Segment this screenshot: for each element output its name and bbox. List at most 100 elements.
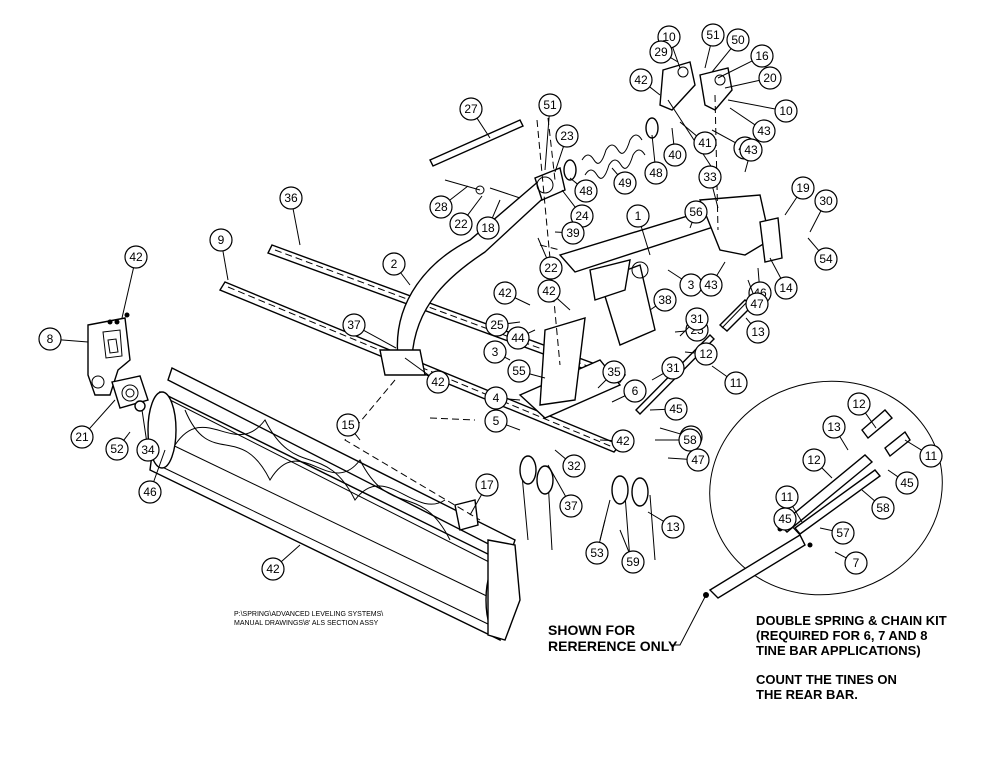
callout-number: 35: [607, 365, 621, 379]
callout-42: 42: [537, 279, 571, 311]
callout-34: 34: [136, 409, 160, 462]
callout-number: 57: [836, 526, 850, 540]
callout-leader: [689, 222, 693, 229]
drawing-path-line-1: P:\SPRING\ADVANCED LEVELING SYSTEMS\: [234, 611, 384, 618]
callout-number: 34: [141, 443, 155, 457]
callout-number: 7: [853, 556, 860, 570]
callout-40: 40: [663, 127, 687, 167]
callout-leader: [904, 439, 922, 451]
callout-circle: [678, 428, 702, 452]
callout-number: 10: [779, 104, 793, 118]
callout-leader: [679, 121, 697, 137]
callout-56: 56: [684, 200, 708, 229]
callout-leader: [769, 257, 782, 279]
callout-58: 58: [861, 489, 895, 520]
callout-number: 14: [779, 281, 793, 295]
callout-number: 27: [464, 102, 478, 116]
callout-number: 17: [480, 478, 494, 492]
callout-leader: [819, 527, 833, 532]
callout-leader: [667, 269, 683, 280]
callout-43: 43: [729, 107, 776, 143]
reference-note-line-1: SHOWN FOR: [548, 622, 636, 638]
callout-57: 57: [819, 521, 855, 545]
callout-circle: [752, 119, 776, 143]
callout-circle: [685, 307, 709, 331]
callout-circle: [774, 276, 798, 300]
callout-circle: [136, 438, 160, 462]
callout-13: 13: [822, 415, 849, 451]
callout-circle: [664, 397, 688, 421]
callout-leader: [60, 339, 89, 343]
callout-48: 48: [644, 134, 668, 185]
callout-number: 37: [564, 499, 578, 513]
callout-leader: [561, 189, 576, 208]
callout-circle: [814, 189, 838, 213]
callout-leader: [684, 351, 696, 354]
callout-circle: [538, 93, 562, 117]
callout-number: 50: [731, 33, 745, 47]
callout-number: 15: [341, 418, 355, 432]
callout-number: 20: [763, 71, 777, 85]
callout-circle: [758, 66, 782, 90]
callout-circle: [814, 247, 838, 271]
callout-circle: [449, 212, 473, 236]
callout-number: 11: [730, 376, 743, 390]
callout-circle: [602, 360, 626, 384]
callout-49: 49: [611, 167, 637, 195]
callout-circle: [561, 221, 585, 245]
callout-leader: [153, 449, 166, 482]
callout-43: 43: [699, 261, 726, 297]
callout-48: 48: [569, 177, 598, 203]
callout-leader: [467, 195, 483, 216]
callout-23: 23: [554, 124, 579, 173]
callout-circle: [507, 359, 531, 383]
callout-5: 5: [484, 409, 521, 433]
tine-clip: [454, 499, 479, 531]
callout-14: 14: [769, 257, 798, 300]
callout-circle: [70, 425, 94, 449]
callout-leader: [354, 433, 361, 441]
callout-number: 3: [492, 345, 499, 359]
drawing-path-note: P:\SPRING\ADVANCED LEVELING SYSTEMS\ MAN…: [234, 610, 383, 628]
callout-number: 43: [704, 278, 718, 292]
callout-number: 33: [703, 170, 717, 184]
callout-leader: [744, 160, 749, 173]
callout-number: 28: [434, 200, 448, 214]
callout-leader: [651, 134, 656, 163]
callout-leader: [745, 317, 752, 324]
callout-leader: [506, 424, 521, 431]
callout-leader: [821, 467, 833, 479]
kit-note-line-3: TINE BAR APPLICATIONS): [756, 643, 921, 658]
callout-45: 45: [773, 507, 801, 536]
callout-leader: [597, 379, 607, 389]
callout-leader: [792, 526, 801, 536]
callout-number: 40: [668, 148, 682, 162]
callout-leader: [717, 60, 753, 79]
callout-circle: [623, 379, 647, 403]
callout-leader: [449, 185, 469, 201]
callout-number: 45: [900, 476, 914, 490]
callout-circle: [426, 370, 450, 394]
callout-circle: [746, 320, 770, 344]
callout-number: 25: [490, 318, 504, 332]
callout-24: 24: [561, 189, 594, 228]
callout-leader: [554, 449, 566, 460]
count-note: COUNT THE TINES ON THE REAR BAR.: [756, 672, 897, 702]
callout-number: 13: [666, 520, 680, 534]
callout-3: 3: [483, 340, 511, 364]
callout-circle: [919, 444, 943, 468]
callout-20: 20: [724, 66, 782, 90]
callout-27: 27: [459, 97, 491, 139]
callout-leader: [400, 272, 411, 286]
callout-circle: [750, 44, 774, 68]
callout-number: 39: [566, 226, 580, 240]
callout-leader: [839, 436, 849, 451]
callout-leader: [651, 373, 664, 381]
callout-circle: [506, 326, 530, 350]
callout-51: 51: [701, 23, 725, 69]
callout-28: 28: [429, 185, 469, 219]
callout-circle: [539, 256, 563, 280]
callout-9: 9: [209, 228, 233, 281]
drawing-path-line-2: MANUAL DRAWINGS\8' ALS SECTION ASSY: [234, 620, 379, 627]
callout-circle: [661, 515, 685, 539]
